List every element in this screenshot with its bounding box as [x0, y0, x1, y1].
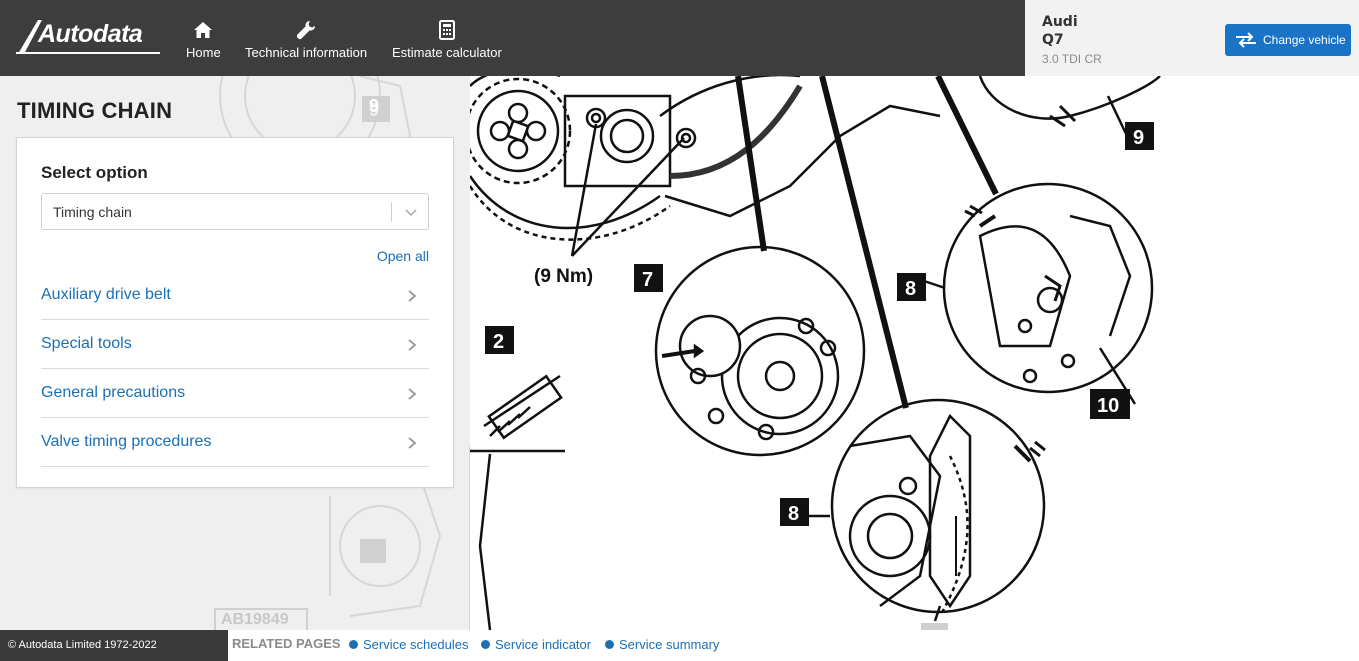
- copyright-text: © Autodata Limited 1972-2022: [0, 630, 228, 661]
- vehicle-panel: Audi Q7 3.0 TDI CR Change vehicle: [1025, 0, 1359, 76]
- nav-technical-information-label: Technical information: [245, 45, 368, 60]
- option-menu-list: Auxiliary drive belt Special tools Gener…: [41, 271, 429, 467]
- chevron-right-icon: [408, 290, 417, 302]
- menu-item-label: Auxiliary drive belt: [41, 286, 171, 303]
- related-link-label: Service indicator: [495, 637, 592, 652]
- callout-2: 2: [493, 331, 504, 353]
- bullet-icon: [605, 640, 614, 649]
- select-separator: [391, 202, 392, 222]
- menu-item-valve-timing-procedures[interactable]: Valve timing procedures: [41, 418, 429, 467]
- diagram-reference-code: AB19849: [221, 611, 289, 628]
- footer: © Autodata Limited 1972-2022 RELATED PAG…: [0, 630, 1359, 661]
- menu-item-auxiliary-drive-belt[interactable]: Auxiliary drive belt: [41, 271, 429, 320]
- menu-item-label: General precautions: [41, 384, 186, 401]
- callout-9-bottom: 9: [928, 627, 939, 630]
- menu-item-label: Special tools: [41, 335, 132, 352]
- chevron-right-icon: [408, 437, 417, 449]
- calculator-icon: [438, 20, 455, 40]
- timing-chain-diagram[interactable]: 2 7 8 8 9 9 10 (9 Nm): [470, 76, 1359, 630]
- nav-home-label: Home: [186, 45, 221, 60]
- related-link-service-summary[interactable]: Service summary: [605, 637, 719, 652]
- menu-item-general-precautions[interactable]: General precautions: [41, 369, 429, 418]
- menu-item-label: Valve timing procedures: [41, 433, 212, 450]
- change-vehicle-label: Change vehicle: [1263, 33, 1346, 47]
- related-pages-label: RELATED PAGES: [232, 636, 341, 651]
- logo-slash-icon: [18, 20, 42, 54]
- callout-8-bottom: 8: [788, 503, 799, 525]
- callout-7: 7: [642, 269, 653, 291]
- related-link-service-schedules[interactable]: Service schedules: [349, 637, 469, 652]
- vehicle-make: Audi: [1042, 14, 1078, 30]
- menu-item-special-tools[interactable]: Special tools: [41, 320, 429, 369]
- chevron-down-icon: [405, 209, 417, 217]
- callout-10: 10: [1097, 395, 1119, 417]
- callout-9-top: 9: [1133, 127, 1144, 149]
- option-select-dropdown[interactable]: Timing chain: [41, 193, 429, 230]
- nav-estimate-calculator-label: Estimate calculator: [392, 45, 502, 60]
- svg-text:9: 9: [369, 100, 379, 120]
- bullet-icon: [481, 640, 490, 649]
- select-option-heading: Select option: [41, 163, 148, 182]
- page-title: TIMING CHAIN: [17, 98, 173, 123]
- top-navigation-bar: Autodata Home Technical information Esti…: [0, 0, 1025, 76]
- wrench-icon: [296, 21, 316, 40]
- swap-arrows-icon: [1236, 32, 1256, 48]
- bullet-icon: [349, 640, 358, 649]
- home-icon: [194, 22, 213, 38]
- chevron-right-icon: [408, 388, 417, 400]
- open-all-link[interactable]: Open all: [376, 248, 429, 264]
- timing-chain-illustration: 2 7 8 8 9 9 10 (9 Nm): [470, 76, 1161, 630]
- option-select-value: Timing chain: [53, 204, 132, 220]
- torque-label: (9 Nm): [534, 266, 593, 287]
- related-link-service-indicator[interactable]: Service indicator: [481, 637, 591, 652]
- logo-underline: [16, 52, 160, 54]
- nav-estimate-calculator[interactable]: Estimate calculator: [392, 20, 502, 60]
- logo-text: Autodata: [38, 20, 143, 48]
- vehicle-engine: 3.0 TDI CR: [1042, 52, 1102, 66]
- related-link-label: Service summary: [619, 637, 720, 652]
- faded-callout-9-left: 9: [369, 96, 380, 116]
- vehicle-model: Q7: [1042, 32, 1064, 48]
- nav-home[interactable]: Home: [186, 20, 221, 60]
- change-vehicle-button[interactable]: Change vehicle: [1225, 24, 1351, 56]
- select-option-card: Select option Timing chain Open all Auxi…: [16, 137, 454, 488]
- chevron-right-icon: [408, 339, 417, 351]
- autodata-logo[interactable]: Autodata: [16, 18, 162, 58]
- callout-8-top: 8: [905, 278, 916, 300]
- related-link-label: Service schedules: [363, 637, 469, 652]
- nav-technical-information[interactable]: Technical information: [245, 20, 367, 60]
